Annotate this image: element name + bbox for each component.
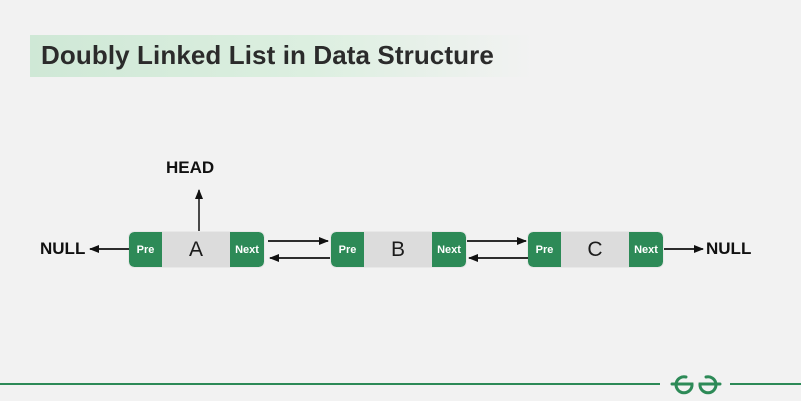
gfg-logo-icon bbox=[670, 375, 722, 395]
list-node-a: Pre A Next bbox=[129, 232, 264, 267]
null-left-label: NULL bbox=[40, 239, 86, 258]
node-value: A bbox=[162, 232, 230, 267]
node-value: C bbox=[561, 232, 629, 267]
footer-divider-right bbox=[730, 383, 801, 385]
next-pointer: Next bbox=[230, 232, 264, 267]
list-node-b: Pre B Next bbox=[331, 232, 466, 267]
list-node-c: Pre C Next bbox=[528, 232, 663, 267]
head-label: HEAD bbox=[166, 158, 215, 177]
node-value: B bbox=[364, 232, 432, 267]
page-title: Doubly Linked List in Data Structure bbox=[41, 40, 494, 70]
prev-pointer: Pre bbox=[528, 232, 561, 267]
null-right-label: NULL bbox=[706, 239, 752, 258]
next-pointer: Next bbox=[629, 232, 663, 267]
next-pointer: Next bbox=[432, 232, 466, 267]
prev-pointer: Pre bbox=[331, 232, 364, 267]
footer-divider-left bbox=[0, 383, 660, 385]
title-highlight bbox=[30, 35, 535, 77]
prev-pointer: Pre bbox=[129, 232, 162, 267]
